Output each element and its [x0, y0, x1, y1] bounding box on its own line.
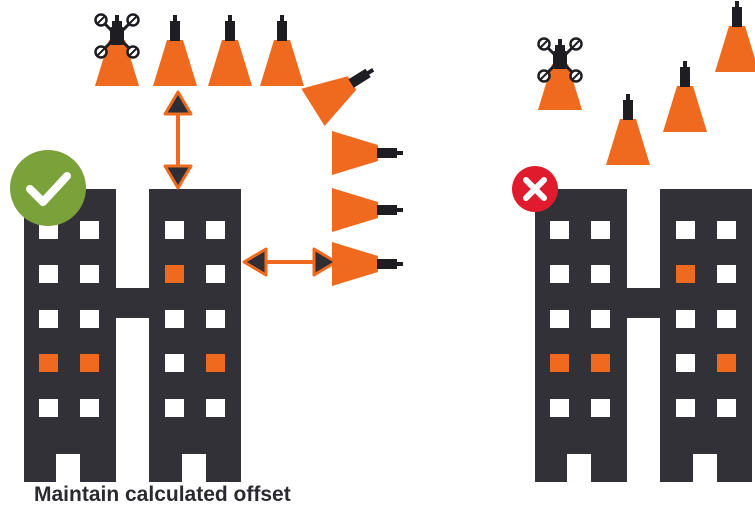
horizontal-offset-arrow: [242, 247, 338, 277]
vertical-offset-arrow: [163, 90, 193, 190]
light-cone: [663, 61, 707, 132]
caption: Maintain calculated offset: [34, 483, 291, 506]
panel-incorrect: [512, 1, 755, 483]
light-cone: [332, 188, 403, 232]
check-icon: [10, 150, 86, 226]
building-incorrect: [535, 189, 752, 483]
cross-icon: [512, 166, 558, 212]
light-cone: [332, 242, 403, 286]
drone-light-top: [94, 13, 140, 86]
light-cone: [301, 51, 385, 127]
light-cone: [208, 15, 252, 86]
light-cone: [715, 1, 755, 72]
light-cone: [332, 131, 403, 175]
building-correct: [24, 189, 241, 483]
light-cone: [606, 94, 650, 165]
panel-correct: [10, 13, 403, 483]
drone-light-top: [537, 37, 583, 110]
offset-diagram: [10, 1, 755, 483]
light-cone: [153, 15, 197, 86]
light-cone: [260, 15, 304, 86]
